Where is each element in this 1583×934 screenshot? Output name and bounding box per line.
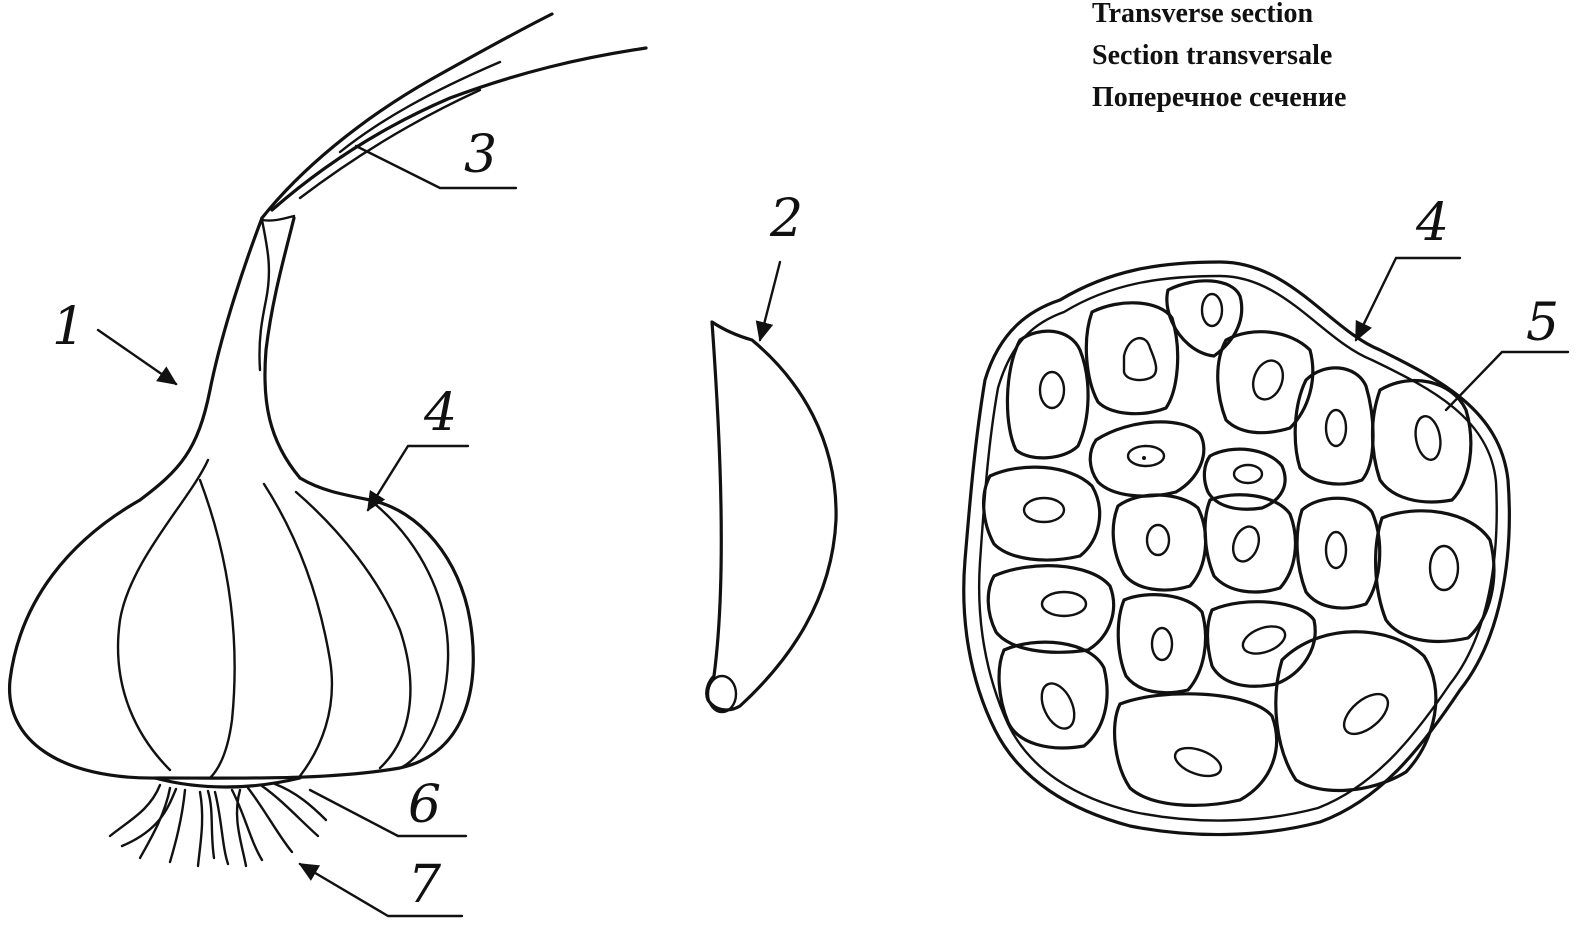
label-6: 6 xyxy=(408,775,441,835)
transverse-section: 4 5 xyxy=(964,193,1568,835)
garlic-clove: 2 xyxy=(707,189,836,712)
leader-6 xyxy=(310,790,466,836)
title-line-1: Transverse section xyxy=(1092,0,1314,29)
roots xyxy=(110,784,326,866)
clove-cell xyxy=(984,467,1100,560)
label-2: 2 xyxy=(769,189,803,249)
clove-cell xyxy=(1090,422,1204,496)
arrow-4-section xyxy=(1356,258,1460,340)
clove-cell xyxy=(1376,511,1494,642)
clove-cell xyxy=(1218,332,1313,433)
clove-cell xyxy=(1118,595,1205,693)
label-4-bulb: 4 xyxy=(423,383,457,443)
label-1: 1 xyxy=(52,297,85,357)
label-3: 3 xyxy=(464,125,497,185)
label-4-section: 4 xyxy=(1415,193,1449,253)
title-line-2: Section transversale xyxy=(1092,40,1332,71)
clove-cell xyxy=(1086,303,1177,414)
garlic-bulb: 1 3 4 6 7 xyxy=(10,14,646,916)
clove-cell xyxy=(999,642,1107,748)
clove-cell xyxy=(1007,331,1088,458)
arrow-2 xyxy=(760,262,780,340)
clove-cell xyxy=(1113,495,1205,590)
title-line-3: Поперечное сечение xyxy=(1092,82,1346,113)
clove-cell xyxy=(1295,368,1373,484)
arrow-1 xyxy=(98,330,176,384)
clove-cell xyxy=(1297,498,1380,608)
arrow-4-bulb xyxy=(368,446,468,510)
label-7: 7 xyxy=(408,855,442,915)
clove-cell xyxy=(1208,602,1316,687)
label-5: 5 xyxy=(1526,293,1559,353)
clove-cell xyxy=(1276,632,1436,791)
clove-sections xyxy=(984,281,1494,806)
clove-cell xyxy=(1115,694,1277,806)
clove-cell xyxy=(988,566,1113,653)
